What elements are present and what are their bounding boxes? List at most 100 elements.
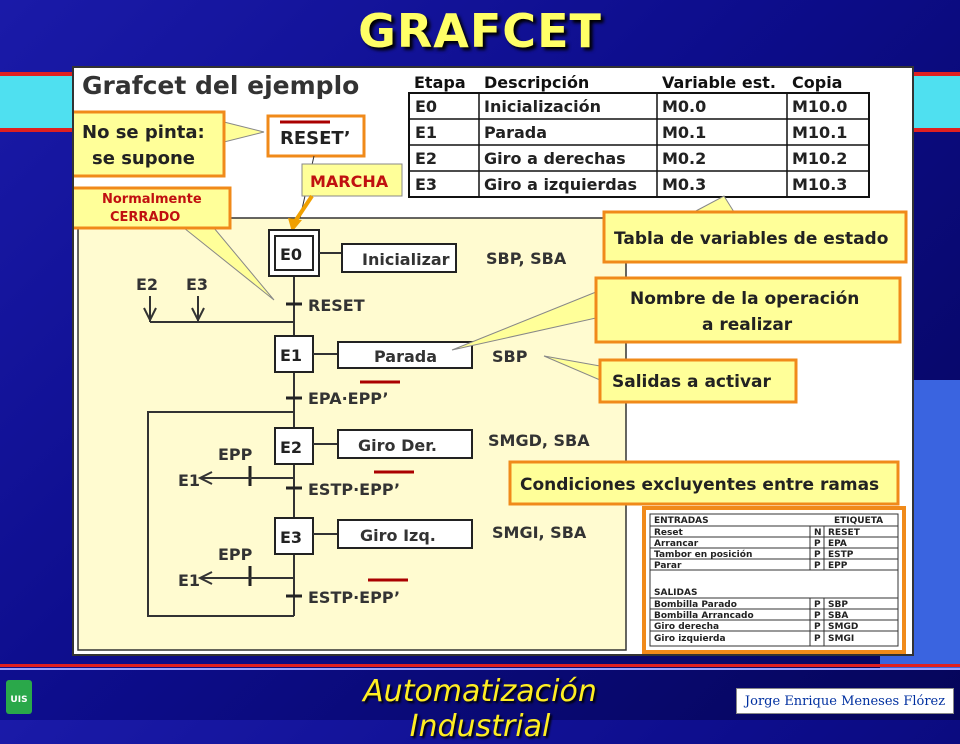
svg-text:MARCHA: MARCHA [310, 172, 389, 191]
svg-text:Bombilla Arrancado: Bombilla Arrancado [654, 611, 754, 621]
svg-text:E3: E3 [280, 528, 302, 547]
state-cell: Inicialización [484, 97, 601, 116]
state-cell: M0.1 [662, 123, 706, 142]
transition-label: ESTP·EPP’ [308, 588, 400, 607]
svg-text:Giro izquierda: Giro izquierda [654, 634, 726, 644]
marcha-arrow [294, 194, 314, 222]
state-table-header: Etapa [414, 73, 466, 92]
svg-text:SMGI: SMGI [828, 634, 854, 644]
state-cell: E2 [415, 149, 437, 168]
diagram-heading: Grafcet del ejemplo [82, 71, 359, 100]
state-cell: M10.2 [792, 149, 847, 168]
svg-text:RESET: RESET [828, 528, 861, 538]
svg-text:N: N [814, 528, 822, 538]
diagram-panel: Grafcet del ejemplo Etapa Descripción Va… [64, 66, 914, 656]
transition-label: RESET [308, 296, 365, 315]
svg-text:P: P [814, 550, 821, 560]
callout-nombre-operacion: Nombre de la operación a realizar [451, 276, 902, 351]
state-cell: M10.1 [792, 123, 847, 142]
state-cell: M0.0 [662, 97, 706, 116]
svg-text:ENTRADAS: ENTRADAS [654, 516, 709, 526]
action-box [337, 429, 473, 459]
svg-text:SALIDAS: SALIDAS [654, 588, 697, 598]
outputs-label: SBP, SBA [486, 249, 567, 268]
state-cell: E3 [415, 175, 437, 194]
svg-text:E1: E1 [178, 471, 200, 490]
svg-text:P: P [814, 611, 821, 621]
svg-text:P: P [814, 634, 821, 644]
state-cell: E1 [415, 123, 437, 142]
transition-label: EPA·EPP’ [308, 389, 389, 408]
svg-text:E2: E2 [136, 275, 158, 294]
action-label: Giro Izq. [360, 526, 436, 545]
state-cell: M0.3 [662, 175, 706, 194]
state-cell: Giro a izquierdas [484, 175, 637, 194]
svg-text:EPP: EPP [828, 561, 848, 571]
svg-text:Reset: Reset [654, 528, 683, 538]
outputs-label: SMGD, SBA [488, 431, 590, 450]
action-label: Inicializar [362, 250, 450, 269]
svg-text:Parar: Parar [654, 561, 682, 571]
outputs-label: SBP [492, 347, 528, 366]
callout-tabla-variables: Tabla de variables de estado [602, 195, 908, 264]
marcha-label-box: MARCHA [301, 163, 403, 197]
transition-label: ESTP·EPP’ [308, 480, 400, 499]
callout-salidas-activar: Salidas a activar [543, 355, 798, 404]
callout-no-se-pinta: No se pinta: se supone [64, 110, 265, 178]
action-label: Giro Der. [358, 436, 437, 455]
svg-text:se supone: se supone [92, 148, 195, 169]
grafcet-diagram: Grafcet del ejemplo Etapa Descripción Va… [64, 71, 908, 654]
state-table-header: Copia [792, 73, 842, 92]
footer-course-title: Automatización Industrial [363, 674, 597, 744]
university-logo: UIS [6, 680, 32, 714]
svg-text:P: P [814, 561, 821, 571]
bottom-red-line [0, 664, 960, 667]
svg-text:P: P [814, 539, 821, 549]
svg-text:E1: E1 [280, 346, 302, 365]
slide-title: GRAFCET [358, 4, 602, 58]
svg-text:SMGD: SMGD [828, 622, 858, 632]
io-table: ENTRADAS ETIQUETA Reset N RESET Arrancar… [642, 506, 906, 654]
state-table-header: Variable est. [662, 73, 776, 92]
svg-text:SBP: SBP [828, 600, 848, 610]
svg-text:Condiciones excluyentes entre: Condiciones excluyentes entre ramas [520, 475, 879, 495]
svg-text:E1: E1 [178, 571, 200, 590]
svg-text:Giro derecha: Giro derecha [654, 622, 719, 632]
state-cell: Giro a derechas [484, 149, 626, 168]
action-box [341, 243, 457, 273]
action-label: Parada [374, 347, 437, 366]
svg-text:ESTP: ESTP [828, 550, 854, 560]
action-box [337, 341, 473, 369]
state-table-header: Descripción [484, 73, 589, 92]
callout-condiciones: Condiciones excluyentes entre ramas [508, 460, 900, 506]
state-cell: E0 [415, 97, 437, 116]
state-cell: M10.3 [792, 175, 847, 194]
state-table: Etapa Descripción Variable est. Copia E0… [408, 73, 870, 198]
svg-text:Tambor en posición: Tambor en posición [654, 549, 752, 560]
svg-text:Nombre de la operación: Nombre de la operación [630, 289, 859, 309]
svg-text:P: P [814, 622, 821, 632]
state-cell: M10.0 [792, 97, 847, 116]
svg-text:Tabla de variables de estado: Tabla de variables de estado [614, 229, 888, 249]
svg-text:EPP: EPP [218, 445, 253, 464]
author-label: Jorge Enrique Meneses Flórez [736, 688, 954, 714]
outputs-label: SMGI, SBA [492, 523, 587, 542]
svg-text:E3: E3 [186, 275, 208, 294]
svg-text:Bombilla Parado: Bombilla Parado [654, 600, 737, 610]
svg-text:a realizar: a realizar [702, 315, 793, 335]
svg-text:E2: E2 [280, 438, 302, 457]
svg-text:CERRADO: CERRADO [110, 210, 180, 225]
bottom-thin-line [0, 668, 960, 670]
state-cell: Parada [484, 123, 547, 142]
callout-normalmente-cerrado: Normalmente CERRADO [64, 186, 275, 301]
step-e3: E3 [274, 517, 314, 555]
svg-text:No se pinta:: No se pinta: [82, 122, 205, 143]
svg-text:SBA: SBA [828, 611, 848, 621]
loop-line [147, 411, 294, 617]
svg-text:P: P [814, 600, 821, 610]
reset-negated-box: RESET’ [266, 114, 366, 158]
svg-text:Salidas a activar: Salidas a activar [612, 372, 771, 392]
step-e2: E2 [274, 427, 314, 465]
svg-text:RESET’: RESET’ [280, 128, 351, 149]
svg-text:E0: E0 [280, 245, 302, 264]
